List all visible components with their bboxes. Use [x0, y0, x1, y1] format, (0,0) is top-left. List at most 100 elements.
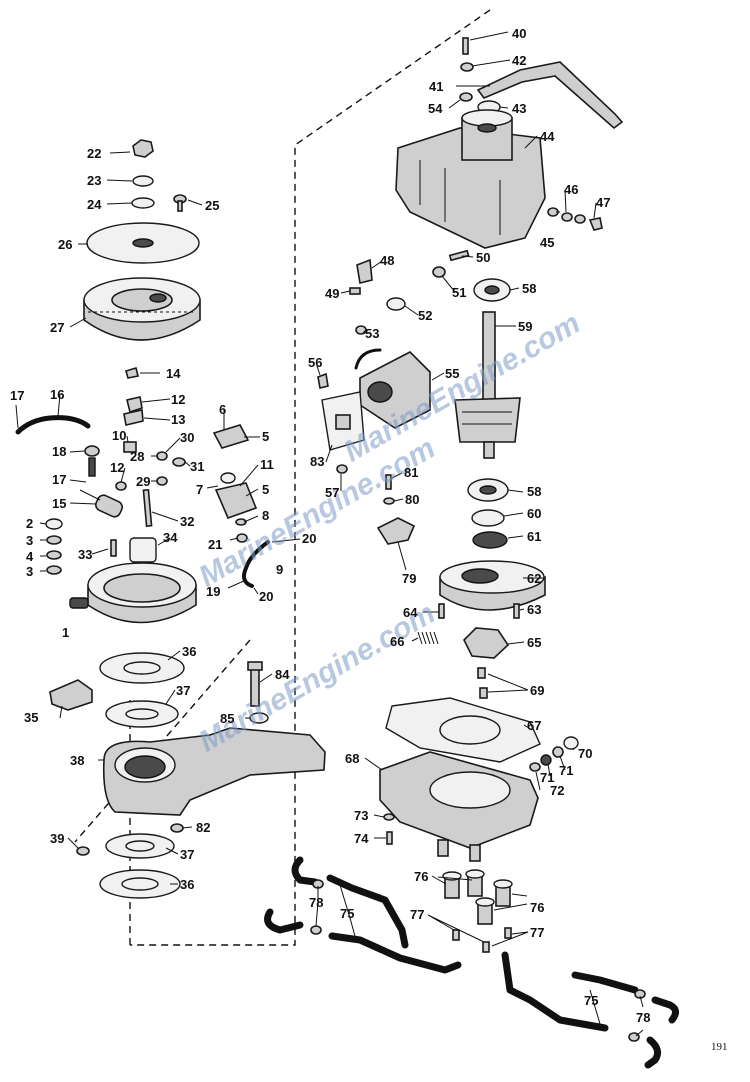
washer-part	[383, 813, 395, 821]
part-label: 21	[208, 537, 222, 552]
part-label: 48	[380, 253, 394, 268]
nut-part	[132, 139, 154, 158]
terminal-part	[356, 258, 373, 284]
part-label: 24	[87, 197, 102, 212]
cam-part	[129, 537, 157, 563]
lower-housing-flange-part	[439, 560, 546, 611]
page-number: 191	[711, 1041, 728, 1053]
nut-part	[336, 464, 348, 474]
part-label: 39	[50, 831, 64, 846]
part-label: 17	[10, 388, 24, 403]
screw-part	[385, 474, 392, 490]
part-label: 52	[418, 308, 432, 323]
part-label: 28	[130, 449, 144, 464]
nut-part	[170, 823, 184, 833]
part-label: 43	[512, 101, 526, 116]
screw-part	[115, 481, 127, 491]
part-label: 2	[26, 516, 33, 531]
distributor-housing-part	[395, 109, 546, 249]
screw-part	[386, 831, 393, 845]
ground-wire-part	[15, 415, 91, 435]
part-label: 44	[540, 129, 555, 144]
part-label: 72	[550, 783, 564, 798]
hose-fitting-part	[493, 879, 513, 907]
part-label: 56	[308, 355, 322, 370]
check-plug-part	[482, 941, 490, 953]
pivot-pin-part	[142, 488, 153, 527]
part-label: 23	[87, 173, 101, 188]
hose-fitting-part	[475, 897, 495, 925]
part-label: 9	[276, 562, 283, 577]
part-label: 78	[636, 1010, 650, 1025]
washer-part	[561, 212, 573, 222]
part-label: 13	[171, 412, 185, 427]
ball-bearing-part	[473, 278, 511, 302]
part-label: 7	[196, 482, 203, 497]
clip-part	[125, 366, 139, 379]
rotor-button-part	[376, 517, 416, 545]
link-arm-part	[476, 61, 624, 130]
breaker-point-part	[212, 424, 250, 449]
part-label: 37	[176, 683, 190, 698]
part-label: 40	[512, 26, 526, 41]
right-parts	[317, 37, 624, 953]
clip-part	[588, 217, 603, 231]
part-label: 25	[205, 198, 219, 213]
washer-part	[172, 457, 186, 467]
part-label: 5	[262, 482, 269, 497]
check-plug-part	[452, 929, 460, 941]
part-label: 71	[559, 763, 573, 778]
bracket-part	[49, 679, 93, 711]
part-label: 11	[260, 457, 274, 472]
part-label: 36	[180, 877, 194, 892]
part-label: 75	[340, 906, 354, 921]
part-label: 67	[527, 718, 541, 733]
washer-part	[45, 518, 63, 530]
washer-part	[235, 518, 247, 526]
part-label: 74	[354, 831, 369, 846]
part-label: 76	[414, 869, 428, 884]
part-label: 22	[87, 146, 101, 161]
screw-part	[438, 603, 445, 619]
screw-part	[156, 476, 168, 486]
part-label: 65	[527, 635, 541, 650]
part-label: 73	[354, 808, 368, 823]
washer-part	[383, 497, 395, 505]
part-label: 58	[522, 281, 536, 296]
flywheel-rotor-part	[83, 277, 201, 341]
part-label: 37	[180, 847, 194, 862]
screw-part	[513, 603, 520, 619]
hose-fitting-part	[442, 871, 462, 899]
part-label: 59	[518, 319, 532, 334]
part-label: 35	[24, 710, 38, 725]
part-label: 20	[302, 531, 316, 546]
oil-seal-part	[471, 509, 505, 527]
part-label: 5	[262, 429, 269, 444]
screw-part	[110, 539, 117, 557]
terminal-part	[123, 441, 137, 453]
part-label: 71	[540, 770, 554, 785]
part-label: 14	[166, 366, 181, 381]
leader-lines	[15, 31, 644, 1037]
part-label: 63	[527, 602, 541, 617]
part-label: 53	[365, 326, 379, 341]
part-label: 8	[262, 508, 269, 523]
part-label: 38	[70, 753, 84, 768]
screw-part	[76, 846, 90, 856]
breaker-point-part	[214, 482, 258, 520]
part-label: 33	[78, 547, 92, 562]
part-label: 1	[62, 625, 69, 640]
clip-part	[317, 372, 329, 389]
part-label: 57	[325, 485, 339, 500]
part-label: 77	[410, 907, 424, 922]
part-label: 20	[259, 589, 273, 604]
left-parts	[15, 139, 326, 899]
part-label: 31	[190, 459, 204, 474]
stator-plate-part	[69, 562, 197, 624]
part-label: 55	[445, 366, 459, 381]
part-label: 12	[110, 460, 124, 475]
screw-part	[156, 451, 168, 461]
part-label: 84	[275, 667, 290, 682]
part-label: 64	[403, 605, 418, 620]
